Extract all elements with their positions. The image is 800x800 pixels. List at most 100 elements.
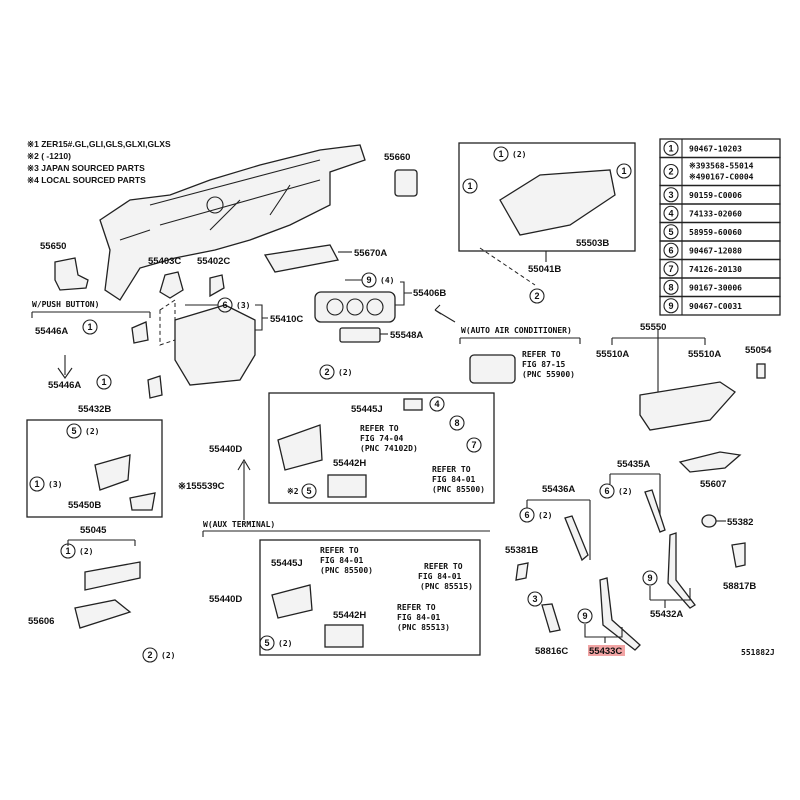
part-55440d-aux[interactable] bbox=[271, 584, 313, 619]
label-55433c[interactable]: 55433C bbox=[589, 646, 622, 657]
label-55607[interactable]: 55607 bbox=[700, 479, 726, 490]
label-58816c[interactable]: 58816C bbox=[535, 646, 568, 657]
label-55446a-2[interactable]: 55446A bbox=[48, 380, 81, 391]
label-55606[interactable]: 55606 bbox=[28, 616, 54, 627]
legend-callout-3: 3 bbox=[668, 190, 673, 200]
label-55432b[interactable]: 55432B bbox=[78, 404, 111, 415]
part-55446a-1[interactable] bbox=[131, 321, 149, 344]
label-55410c[interactable]: 55410C bbox=[270, 314, 303, 325]
notes-block: ※1 ZER15#.GL,GLI,GLS,GLXI,GLXS ※2 ( -121… bbox=[27, 139, 171, 185]
callout-6: 6 bbox=[222, 300, 227, 310]
part-55432b[interactable] bbox=[94, 454, 131, 491]
label-55650[interactable]: 55650 bbox=[40, 241, 66, 252]
label-55440d-2[interactable]: 55440D bbox=[209, 594, 242, 605]
label-55054[interactable]: 55054 bbox=[745, 345, 772, 356]
ref-ac-line2: FIG 87-15 bbox=[522, 360, 566, 369]
part-55550[interactable] bbox=[639, 381, 736, 431]
qty-2: (2) bbox=[338, 368, 352, 377]
label-55382[interactable]: 55382 bbox=[727, 517, 753, 528]
legend-part-number: 90159-C0006 bbox=[689, 191, 742, 200]
part-55442h[interactable] bbox=[327, 474, 367, 498]
label-55402c[interactable]: 55402C bbox=[197, 256, 230, 267]
part-ac-control[interactable] bbox=[469, 354, 516, 384]
ref-74-line3: (PNC 74102D) bbox=[360, 444, 418, 453]
part-55442h-aux[interactable] bbox=[324, 624, 364, 648]
part-58816c[interactable] bbox=[541, 603, 561, 633]
figure-id: 551882J bbox=[741, 648, 775, 657]
note-1: ※1 ZER15#.GL,GLI,GLS,GLXI,GLXS bbox=[27, 139, 171, 149]
legend-row bbox=[659, 295, 781, 316]
label-55510a-left[interactable]: 55510A bbox=[596, 349, 629, 360]
callout-6: 6 bbox=[524, 510, 529, 520]
part-55433c[interactable] bbox=[599, 577, 641, 651]
part-55381b[interactable] bbox=[515, 562, 529, 581]
qty-2: (2) bbox=[538, 511, 552, 520]
mark-2: ※2 bbox=[287, 487, 299, 496]
part-55041b-illustration[interactable] bbox=[499, 169, 616, 236]
label-55510a-right[interactable]: 55510A bbox=[688, 349, 721, 360]
label-55440d-1[interactable]: 55440D bbox=[209, 444, 242, 455]
label-55442h-1[interactable]: 55442H bbox=[333, 458, 366, 469]
part-55410c[interactable] bbox=[174, 304, 256, 386]
ref-84d-line1: REFER TO bbox=[397, 603, 436, 612]
callout-2: 2 bbox=[534, 291, 539, 301]
label-55432a[interactable]: 55432A bbox=[650, 609, 683, 620]
part-55670a[interactable] bbox=[263, 244, 339, 273]
legend-part-number: 74126-20130 bbox=[689, 265, 742, 274]
label-55445j-1[interactable]: 55445J bbox=[351, 404, 383, 415]
part-55402c[interactable] bbox=[209, 274, 225, 298]
part-55440d[interactable] bbox=[277, 424, 323, 471]
part-55607[interactable] bbox=[678, 451, 742, 473]
label-55406b[interactable]: 55406B bbox=[413, 288, 446, 299]
note-3: ※3 JAPAN SOURCED PARTS bbox=[27, 163, 145, 173]
label-55503b[interactable]: 55503B bbox=[576, 238, 609, 249]
label-55435a[interactable]: 55435A bbox=[617, 459, 650, 470]
qty-2: (2) bbox=[512, 150, 526, 159]
label-55381b[interactable]: 55381B bbox=[505, 545, 538, 556]
callout-1: 1 bbox=[498, 149, 503, 159]
label-55445j-2[interactable]: 55445J bbox=[271, 558, 303, 569]
callout-5: 5 bbox=[71, 426, 76, 436]
part-55045[interactable] bbox=[84, 561, 141, 591]
part-58817b[interactable] bbox=[731, 542, 746, 568]
part-55432a[interactable] bbox=[667, 532, 696, 609]
part-55548a[interactable] bbox=[339, 327, 381, 343]
aux-terminal-label: W(AUX TERMINAL) bbox=[203, 520, 275, 529]
ref-84b-line3: (PNC 85500) bbox=[320, 566, 373, 575]
label-55436a[interactable]: 55436A bbox=[542, 484, 575, 495]
part-55660[interactable] bbox=[394, 169, 418, 197]
callout-2: 2 bbox=[324, 367, 329, 377]
part-55606[interactable] bbox=[74, 599, 132, 629]
part-4[interactable] bbox=[403, 398, 423, 411]
label-55041b[interactable]: 55041B bbox=[528, 264, 561, 275]
label-55450b[interactable]: 55450B bbox=[68, 500, 101, 511]
label-55548a[interactable]: 55548A bbox=[390, 330, 423, 341]
label-55446a-1[interactable]: 55446A bbox=[35, 326, 68, 337]
ref-74-line1: REFER TO bbox=[360, 424, 399, 433]
part-55436a[interactable] bbox=[564, 515, 589, 562]
box-55440d-aux bbox=[259, 539, 481, 656]
label-55045[interactable]: 55045 bbox=[80, 525, 107, 536]
label-55403c[interactable]: 55403C bbox=[148, 256, 181, 267]
part-55054[interactable] bbox=[756, 363, 766, 379]
part-55435a[interactable] bbox=[644, 489, 666, 533]
part-55403c[interactable] bbox=[159, 271, 184, 299]
box-55440d bbox=[268, 392, 495, 504]
ref-84d-line3: (PNC 85513) bbox=[397, 623, 450, 632]
part-55650[interactable] bbox=[54, 257, 89, 291]
label-55660[interactable]: 55660 bbox=[384, 152, 410, 163]
part-55382[interactable] bbox=[701, 514, 717, 528]
label-58817b[interactable]: 58817B bbox=[723, 581, 756, 592]
legend-part-number: 74133-02060 bbox=[689, 209, 742, 218]
box-55432b bbox=[26, 419, 163, 518]
label-55670a[interactable]: 55670A bbox=[354, 248, 387, 259]
label-55550[interactable]: 55550 bbox=[640, 322, 666, 333]
label-55442h-2[interactable]: 55442H bbox=[333, 610, 366, 621]
label-155539c[interactable]: ※155539C bbox=[178, 481, 225, 492]
callout-8: 8 bbox=[454, 418, 459, 428]
part-55450b[interactable] bbox=[129, 492, 156, 511]
qty-4: (4) bbox=[380, 276, 394, 285]
callout-1: 1 bbox=[34, 479, 39, 489]
part-55446a-2[interactable] bbox=[147, 375, 163, 399]
qty-2: (2) bbox=[79, 547, 93, 556]
